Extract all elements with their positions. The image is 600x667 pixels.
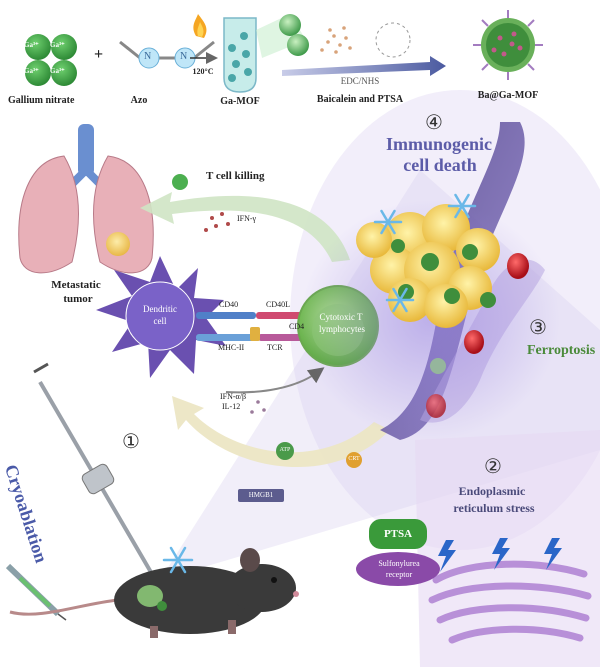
hmgb1-marker bbox=[238, 489, 284, 502]
ga-mof-label: Ga-MOF bbox=[220, 96, 260, 107]
step-4-number: ④ bbox=[425, 112, 443, 134]
ga-ion-label-4: Ga³⁺ bbox=[50, 67, 65, 75]
lungs-icon bbox=[18, 124, 154, 274]
mhc-tcr-receptor bbox=[196, 327, 306, 341]
ga-ion-label-2: Ga³⁺ bbox=[50, 41, 65, 49]
flame-icon bbox=[193, 14, 207, 38]
er-stress-line1: Endoplasmic bbox=[458, 484, 526, 498]
receptor-label-line1: Sulfonylurea bbox=[378, 559, 420, 568]
temperature-label: 120°C bbox=[192, 67, 214, 76]
receptor-label-line2: receptor bbox=[385, 570, 413, 579]
ctl-label-line1: Cytotoxic T bbox=[319, 312, 363, 322]
azo-linker-icon bbox=[119, 40, 215, 69]
ifn-gamma-label: IFN-γ bbox=[237, 214, 257, 223]
metastatic-label-line2: tumor bbox=[63, 293, 93, 305]
cd40-label: CD40 bbox=[219, 300, 239, 309]
ptsa-ring-icon bbox=[375, 22, 411, 58]
antigen-arrow bbox=[172, 396, 390, 468]
snowflake-icon bbox=[373, 193, 477, 313]
crt-marker bbox=[346, 452, 362, 468]
ferroptosis-label: Ferroptosis bbox=[527, 343, 596, 358]
step-1-number: ① bbox=[122, 431, 140, 453]
dendritic-label-line1: Dendritic bbox=[143, 304, 177, 314]
endoplasmic-reticulum bbox=[428, 560, 592, 644]
step-3-number: ③ bbox=[529, 317, 547, 339]
t-cell-killing-arrow bbox=[140, 192, 350, 262]
ifn-gamma-dots-icon bbox=[204, 212, 230, 232]
syringe-icon bbox=[5, 563, 67, 621]
metastatic-label-line1: Metastatic bbox=[51, 279, 101, 291]
lightning-icon bbox=[438, 538, 562, 572]
edc-nhs-label: EDC/NHS bbox=[340, 76, 380, 86]
sulfonylurea-receptor bbox=[356, 519, 440, 586]
icd-label-line2: cell death bbox=[403, 155, 477, 175]
test-tube-icon bbox=[223, 17, 257, 93]
gallium-nitrate-icon bbox=[25, 34, 77, 86]
er-stress-line2: reticulum stress bbox=[453, 501, 535, 515]
ctl-label-line2: lymphocytes bbox=[319, 324, 365, 334]
step-2-number: ② bbox=[484, 456, 502, 478]
gallium-nitrate-label: Gallium nitrate bbox=[8, 95, 75, 106]
icd-label-line1: Immunogenic bbox=[385, 134, 493, 154]
killer-cell-icon bbox=[172, 174, 188, 190]
cd40-receptor bbox=[196, 312, 306, 319]
ba-ga-mof-label: Ba@Ga-MOF bbox=[477, 90, 539, 101]
cryoprobe-icon bbox=[33, 362, 154, 576]
dendritic-label-line2: cell bbox=[153, 316, 167, 326]
mouse-icon bbox=[9, 548, 299, 638]
tcr-label: TCR bbox=[267, 343, 283, 352]
azo-atom-2: N bbox=[180, 51, 188, 62]
ba-ga-mof-icon bbox=[473, 10, 543, 80]
ptsa-label: PTSA bbox=[383, 528, 413, 540]
hmgb1-label: HMGB1 bbox=[248, 491, 274, 499]
baicalein-dots-icon bbox=[320, 26, 352, 54]
il12-label: IL-12 bbox=[222, 402, 241, 411]
crt-label: CRT bbox=[348, 456, 360, 462]
cytokine-dots-icon bbox=[250, 400, 266, 414]
cd4-label: CD4 bbox=[289, 322, 305, 331]
mof-particle-icon bbox=[279, 14, 309, 56]
ga-ion-label-1: Ga³⁺ bbox=[24, 41, 39, 49]
cytokine-arrow bbox=[225, 367, 325, 394]
synthesis-arrow bbox=[282, 56, 446, 76]
atp-label: ATP bbox=[279, 447, 291, 453]
t-cell-killing-label: T cell killing bbox=[206, 170, 265, 182]
ga-ion-label-3: Ga³⁺ bbox=[24, 67, 39, 75]
azo-atom-1: N bbox=[144, 51, 152, 62]
cd40l-label: CD40L bbox=[266, 300, 290, 309]
loading-label: Baicalein and PTSA bbox=[316, 94, 404, 105]
azo-label: Azo bbox=[130, 95, 148, 106]
red-blood-cells bbox=[426, 253, 529, 418]
snowflake-mouse-icon bbox=[162, 546, 194, 574]
atp-marker bbox=[276, 442, 294, 460]
dendritic-cell bbox=[96, 256, 226, 378]
mhc-ii-label: MHC-II bbox=[218, 343, 245, 352]
plus-sign: + bbox=[94, 46, 104, 63]
ifn-ab-label: IFN-α/β bbox=[220, 392, 247, 401]
